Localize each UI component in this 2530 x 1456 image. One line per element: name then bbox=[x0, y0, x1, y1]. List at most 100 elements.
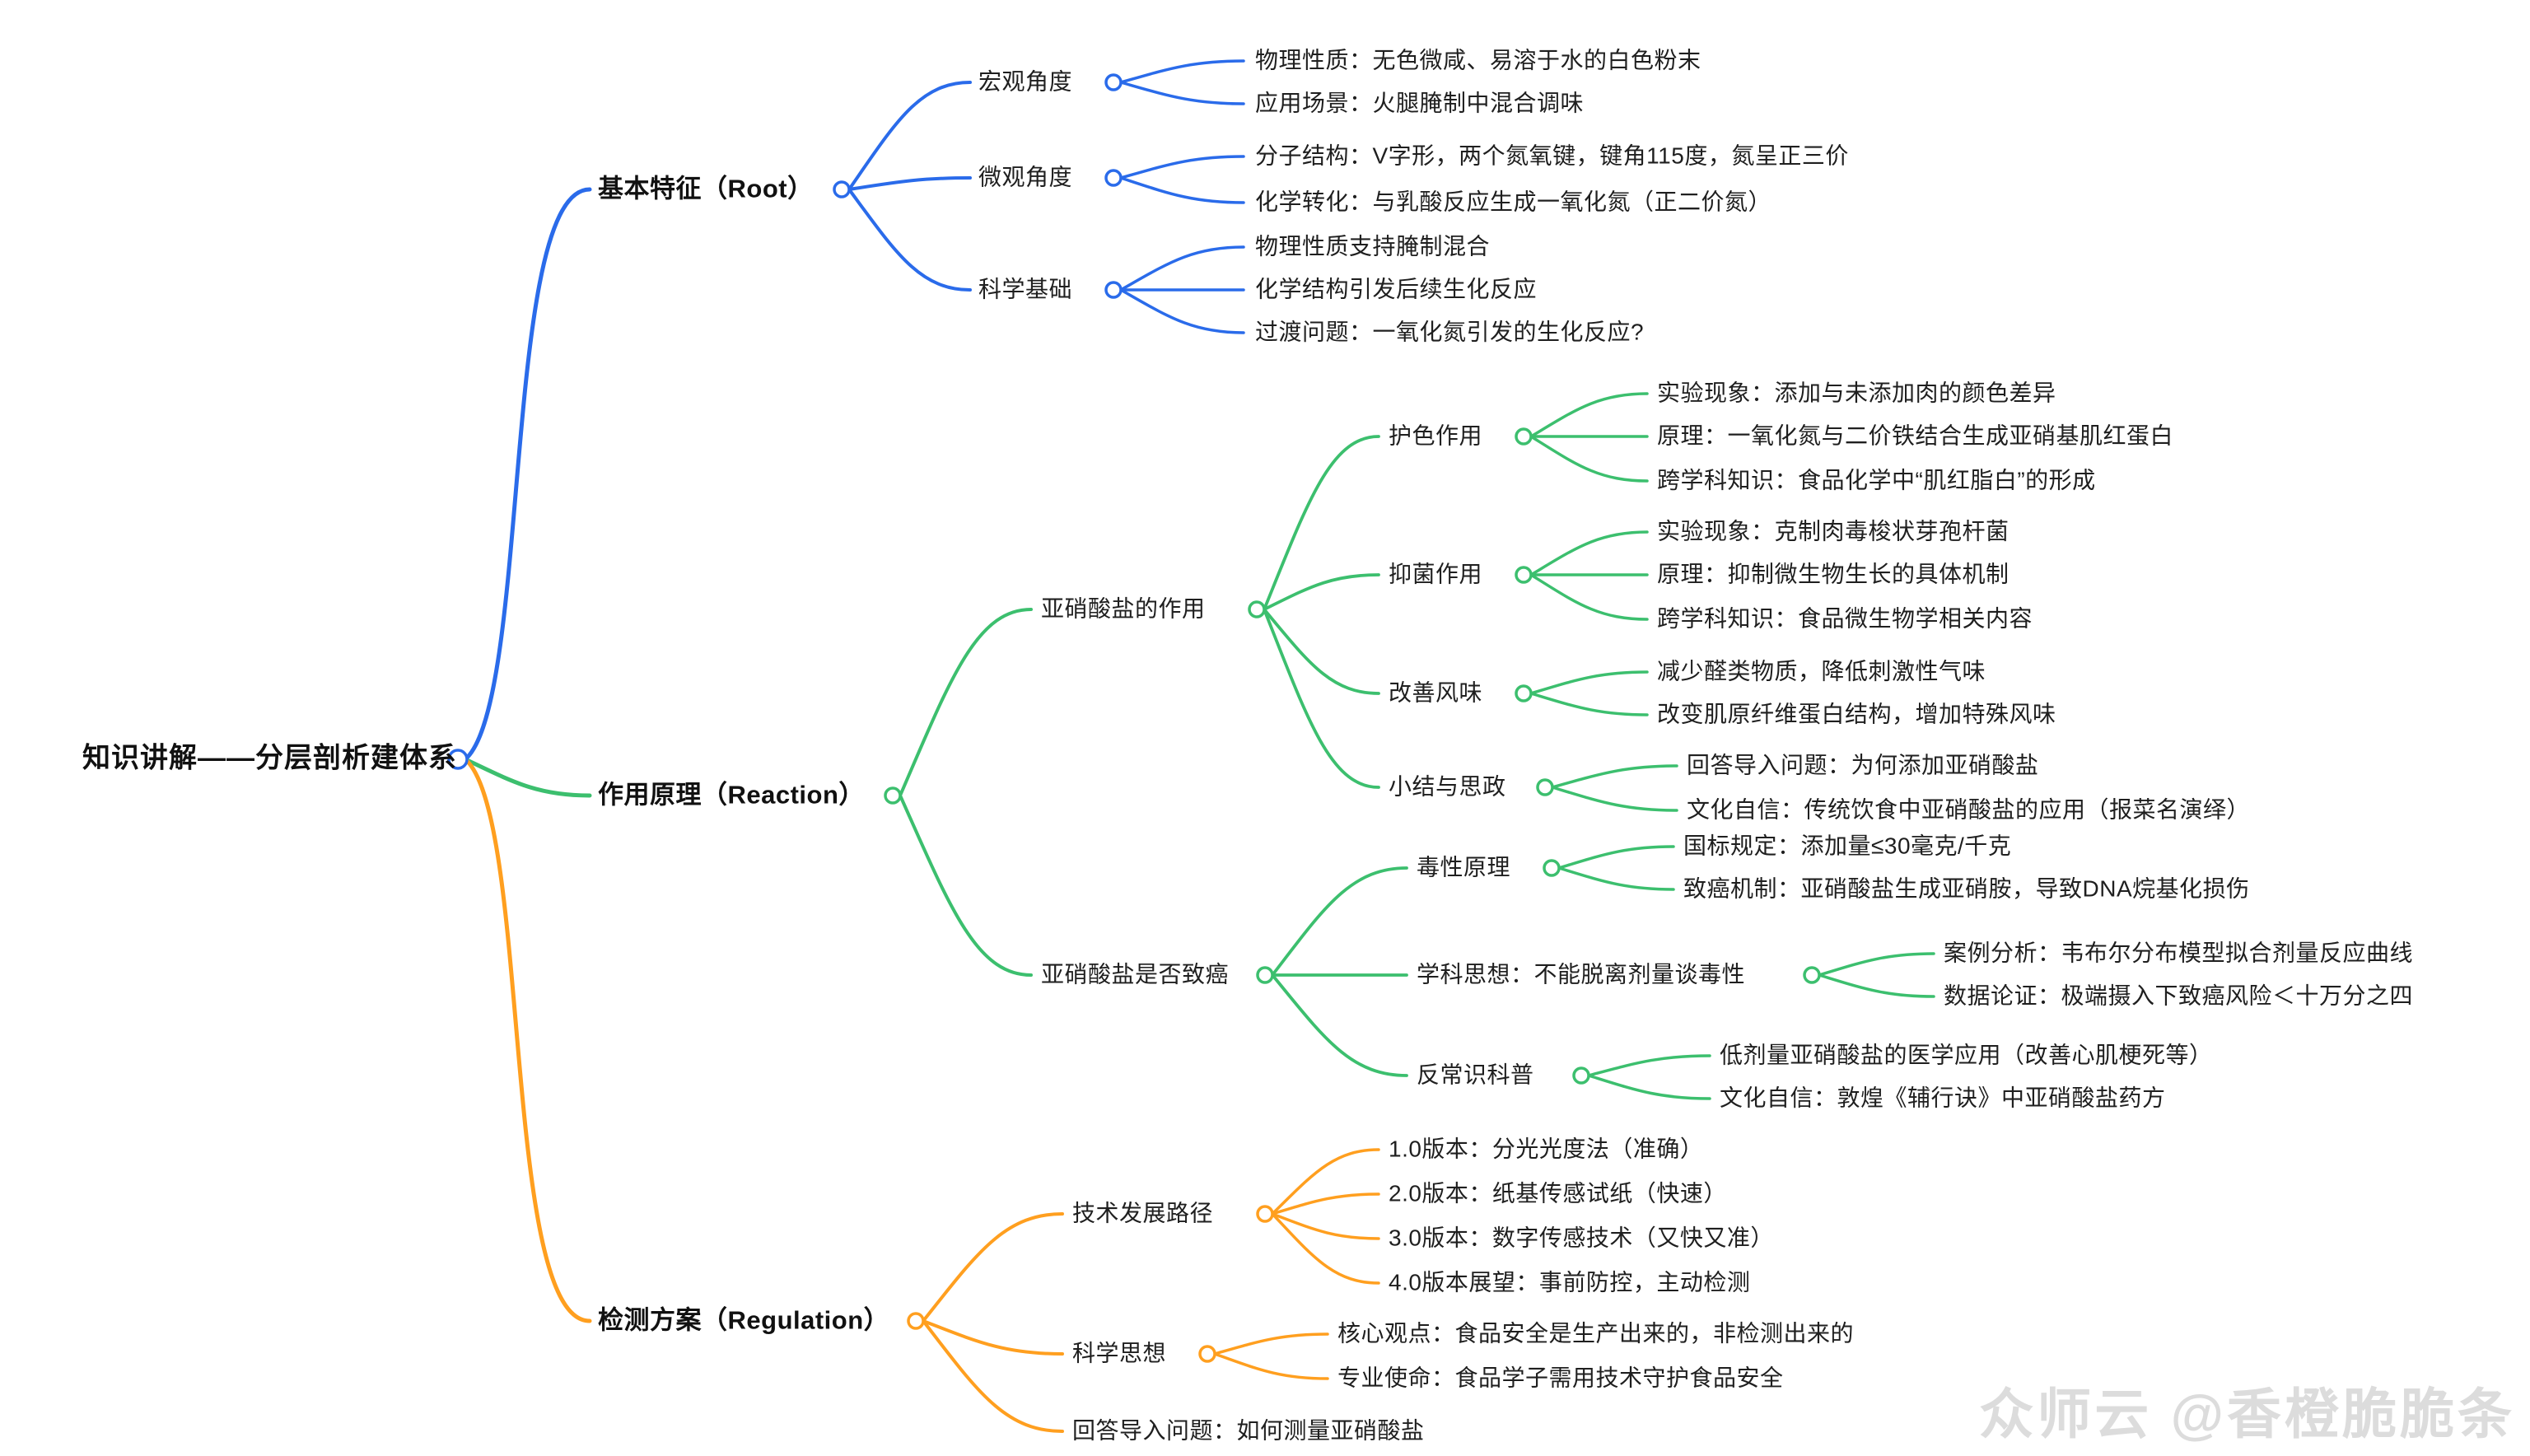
mindmap-leaf[interactable]: 文化自信：敦煌《辅行诀》中亚硝酸盐药方 bbox=[1720, 1085, 2166, 1111]
node-summary-ideology[interactable]: 小结与思政 bbox=[1389, 773, 1506, 800]
mindmap-leaf[interactable]: 文化自信：传统饮食中亚硝酸盐的应用（报菜名演绎） bbox=[1687, 796, 2251, 823]
mindmap-leaf[interactable]: 物理性质支持腌制混合 bbox=[1255, 233, 1491, 259]
mindmap-leaf[interactable]: 化学转化：与乳酸反应生成一氧化氮（正二价氮） bbox=[1255, 189, 1772, 215]
node-answer-question[interactable]: 回答导入问题：如何测量亚硝酸盐 bbox=[1072, 1417, 1425, 1444]
mindmap-leaf[interactable]: 跨学科知识：食品微生物学相关内容 bbox=[1657, 605, 2033, 632]
mindmap-leaf[interactable]: 专业使命：食品学子需用技术守护食品安全 bbox=[1337, 1365, 1784, 1391]
collapse-handle-circle[interactable] bbox=[1515, 566, 1533, 584]
mindmap-leaf[interactable]: 回答导入问题：为何添加亚硝酸盐 bbox=[1687, 752, 2039, 778]
branch-edge bbox=[1587, 1074, 1711, 1100]
branch-edge bbox=[1271, 866, 1408, 977]
collapse-handle-circle[interactable] bbox=[907, 1312, 925, 1330]
node-science-basis[interactable]: 科学基础 bbox=[978, 276, 1073, 302]
mindmap-leaf[interactable]: 物理性质：无色微咸、易溶于水的白色粉末 bbox=[1255, 47, 1701, 73]
node-tech-roadmap[interactable]: 技术发展路径 bbox=[1072, 1200, 1214, 1226]
node-root-topic[interactable]: 知识讲解——分层剖析建体系 bbox=[82, 742, 457, 774]
mindmap-leaf[interactable]: 低剂量亚硝酸盐的医学应用（改善心肌梗死等） bbox=[1720, 1042, 2213, 1068]
branch-edge bbox=[1587, 1054, 1711, 1077]
collapse-handle-circle[interactable] bbox=[1543, 859, 1561, 877]
collapse-handle-circle[interactable] bbox=[1256, 1205, 1274, 1223]
mindmap-leaf[interactable]: 3.0版本：数字传感技术（又快又准） bbox=[1389, 1225, 1774, 1251]
branch-edge bbox=[463, 187, 592, 762]
collapse-handle-circle[interactable] bbox=[1104, 73, 1123, 91]
mindmap-leaf[interactable]: 应用场景：火腿腌制中混合调味 bbox=[1255, 90, 1585, 116]
mindmap-leaf[interactable]: 案例分析：韦布尔分布模型拟合剂量反应曲线 bbox=[1944, 940, 2414, 966]
branch-edge bbox=[899, 608, 1033, 797]
node-scientific-thinking[interactable]: 科学思想 bbox=[1072, 1340, 1167, 1366]
node-nitrite-carcinogenicity[interactable]: 亚硝酸盐是否致癌 bbox=[1041, 961, 1230, 987]
mindmap-leaf[interactable]: 分子结构：V字形，两个氮氧键，键角115度，氮呈正三价 bbox=[1255, 142, 1849, 169]
node-nitrite-functions[interactable]: 亚硝酸盐的作用 bbox=[1041, 595, 1206, 622]
branch-edge bbox=[1119, 245, 1245, 292]
node-toxicity-principle[interactable]: 毒性原理 bbox=[1417, 854, 1511, 880]
collapse-handle-circle[interactable] bbox=[1572, 1066, 1590, 1085]
branch-edge bbox=[1213, 1332, 1329, 1356]
mindmap-leaf[interactable]: 减少醛类物质，降低刺激性气味 bbox=[1657, 658, 1986, 684]
branch-edge bbox=[1271, 1192, 1380, 1216]
branch-edge bbox=[922, 1212, 1064, 1323]
collapse-handle-circle[interactable] bbox=[833, 180, 851, 198]
mindmap-leaf[interactable]: 2.0版本：纸基传感试纸（快速） bbox=[1389, 1180, 1727, 1206]
node-detection-plan[interactable]: 检测方案（Regulation） bbox=[598, 1305, 890, 1335]
node-basic-features[interactable]: 基本特征（Root） bbox=[598, 174, 814, 203]
branch-edge bbox=[1529, 392, 1649, 438]
branch-edge bbox=[1557, 866, 1675, 891]
node-working-principle[interactable]: 作用原理（Reaction） bbox=[598, 780, 865, 810]
collapse-handle-circle[interactable] bbox=[1198, 1345, 1216, 1363]
branch-edge bbox=[1551, 764, 1678, 789]
branch-edge bbox=[1119, 155, 1245, 180]
branch-edge bbox=[847, 176, 972, 191]
mindmap-leaf[interactable]: 化学结构引发后续生化反应 bbox=[1255, 276, 1538, 302]
branch-edge bbox=[1119, 288, 1245, 334]
collapse-handle-circle[interactable] bbox=[1256, 966, 1274, 984]
collapse-handle-circle[interactable] bbox=[447, 749, 469, 770]
mindmap-leaf[interactable]: 4.0版本展望：事前防控，主动检测 bbox=[1389, 1269, 1751, 1295]
node-color-protection[interactable]: 护色作用 bbox=[1389, 422, 1483, 449]
branch-edge bbox=[1529, 530, 1649, 576]
branch-edge bbox=[1263, 608, 1380, 695]
branch-edge bbox=[899, 794, 1033, 977]
mindmap-leaf[interactable]: 跨学科知识：食品化学中“肌红脂白”的形成 bbox=[1657, 467, 2096, 493]
branch-edge bbox=[1529, 692, 1649, 716]
branch-edge bbox=[1529, 573, 1649, 621]
mindmap-leaf[interactable]: 国标规定：添加量≤30毫克/千克 bbox=[1683, 833, 2012, 859]
node-antibacterial[interactable]: 抑菌作用 bbox=[1389, 561, 1483, 587]
node-counterintuitive-science[interactable]: 反常识科普 bbox=[1417, 1062, 1534, 1088]
collapse-handle-circle[interactable] bbox=[1515, 427, 1533, 446]
collapse-handle-circle[interactable] bbox=[1248, 600, 1266, 618]
branch-edge bbox=[1119, 59, 1245, 84]
mindmap-leaf[interactable]: 改变肌原纤维蛋白结构，增加特殊风味 bbox=[1657, 701, 2056, 727]
mindmap-leaf[interactable]: 实验现象：克制肉毒梭状芽孢杆菌 bbox=[1657, 518, 2010, 544]
mindmap-leaf[interactable]: 原理：一氧化氮与二价铁结合生成亚硝基肌红蛋白 bbox=[1657, 422, 2174, 449]
mindmap-leaf[interactable]: 数据论证：极端摄入下致癌风险＜十万分之四 bbox=[1944, 982, 2414, 1009]
mindmap-leaf[interactable]: 1.0版本：分光光度法（准确） bbox=[1389, 1136, 1704, 1162]
mindmap-leaf[interactable]: 实验现象：添加与未添加肉的颜色差异 bbox=[1657, 380, 2056, 406]
collapse-handle-circle[interactable] bbox=[1104, 281, 1123, 299]
node-dose-principle[interactable]: 学科思想：不能脱离剂量谈毒性 bbox=[1417, 961, 1746, 987]
branch-edge bbox=[463, 757, 592, 1323]
collapse-handle-circle[interactable] bbox=[1536, 778, 1554, 796]
node-flavor-improvement[interactable]: 改善风味 bbox=[1389, 679, 1483, 706]
branch-edge bbox=[1551, 786, 1678, 812]
collapse-handle-circle[interactable] bbox=[1803, 966, 1821, 984]
mindmap-leaf[interactable]: 原理：抑制微生物生长的具体机制 bbox=[1657, 561, 2010, 587]
node-macro-angle[interactable]: 宏观角度 bbox=[978, 68, 1073, 95]
collapse-handle-circle[interactable] bbox=[1515, 684, 1533, 702]
branch-edge bbox=[1213, 1352, 1329, 1380]
branch-edge bbox=[847, 81, 972, 191]
watermark: 众师云 @香橙脆脆条 bbox=[1979, 1384, 2515, 1444]
branch-edge bbox=[1119, 81, 1245, 105]
node-micro-angle[interactable]: 微观角度 bbox=[978, 164, 1073, 190]
collapse-handle-circle[interactable] bbox=[884, 786, 902, 805]
branch-edge bbox=[922, 1319, 1064, 1433]
mindmap-leaf[interactable]: 核心观点：食品安全是生产出来的，非检测出来的 bbox=[1337, 1320, 1855, 1346]
mindmap-leaf[interactable]: 过渡问题：一氧化氮引发的生化反应? bbox=[1255, 319, 1645, 345]
branch-edge bbox=[1263, 435, 1380, 611]
branch-edge bbox=[1818, 952, 1935, 977]
branch-edge bbox=[1271, 1212, 1380, 1285]
branch-edge bbox=[1271, 1212, 1380, 1240]
mindmap-leaf[interactable]: 致癌机制：亚硝酸盐生成亚硝胺，导致DNA烷基化损伤 bbox=[1683, 875, 2250, 902]
collapse-handle-circle[interactable] bbox=[1104, 169, 1123, 187]
